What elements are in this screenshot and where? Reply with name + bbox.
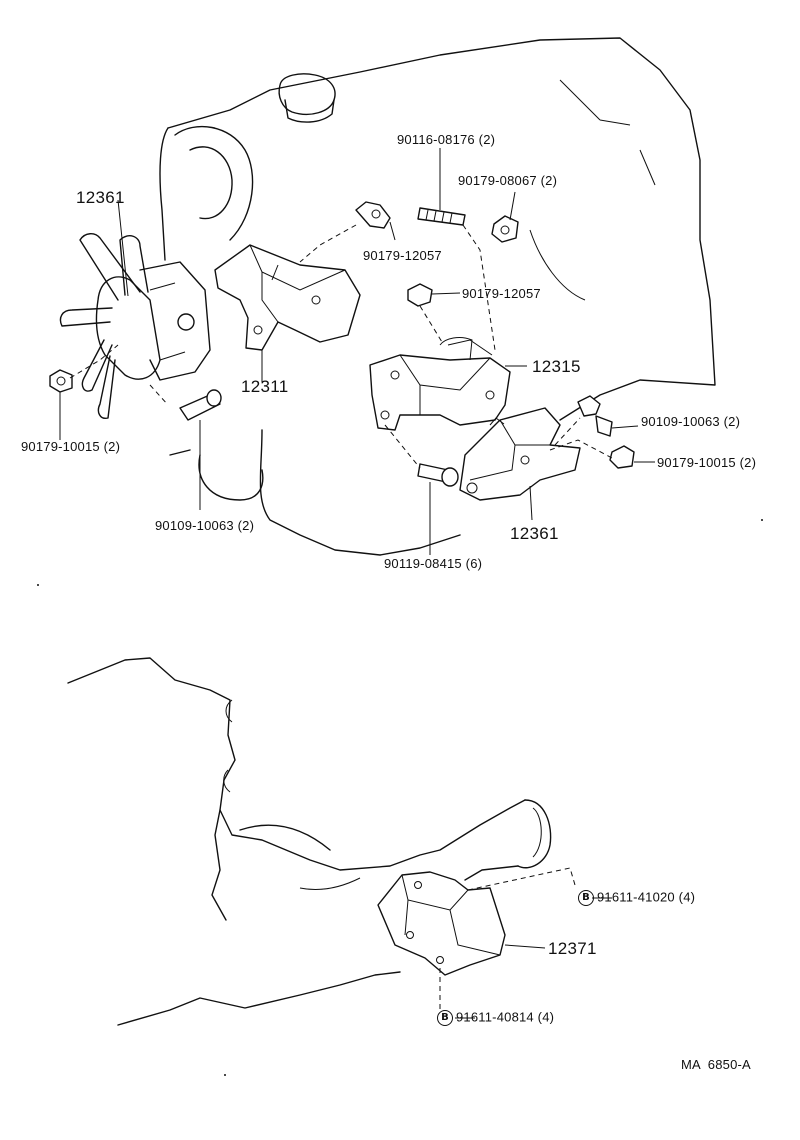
reference-code: MA 6850-A	[681, 1057, 751, 1072]
transmission-drawing	[67, 657, 552, 1026]
mount-12361-drawing	[459, 407, 581, 501]
part-label-12361-bottom: 12361	[510, 524, 559, 543]
leader-lines-top	[59, 148, 655, 555]
part-number-90109-10063-left: 90109-10063 (2)	[155, 518, 255, 533]
fasteners-top-drawing	[49, 201, 635, 487]
circle-b-marker-icon: B	[578, 890, 594, 906]
part-number-90119-08415: 90119-08415 (6)	[384, 556, 483, 571]
part-number-90179-10015-right: 90179-10015 (2)	[657, 455, 757, 470]
part-label-12361-top: 12361	[76, 188, 125, 207]
part-number-90179-12057-b: 90179-12057	[462, 286, 541, 301]
part-number-90179-10015-left: 90179-10015 (2)	[21, 439, 121, 454]
fan-drawing	[59, 233, 211, 419]
part-label-12311: 12311	[241, 377, 289, 396]
part-number-90116-08176: 90116-08176 (2)	[397, 132, 496, 147]
part-label-12371: 12371	[548, 939, 597, 958]
part-number-90179-12057-a: 90179-12057	[363, 248, 442, 263]
part-number-90109-10063-right: 90109-10063 (2)	[641, 414, 741, 429]
part-label-12315: 12315	[532, 357, 581, 376]
engine-block-drawing	[159, 37, 716, 556]
bracket-12315-drawing	[369, 337, 511, 431]
part-number-90179-08067: 90179-08067 (2)	[458, 173, 558, 188]
mount-12371-drawing	[377, 867, 612, 1019]
part-number-91611-40814-text: 91611-40814 (4)	[456, 1009, 555, 1025]
part-number-91611-41020-text: 91611-41020 (4)	[597, 889, 696, 905]
circle-b-marker-icon: B	[437, 1010, 453, 1026]
bracket-12311-drawing	[214, 244, 361, 351]
